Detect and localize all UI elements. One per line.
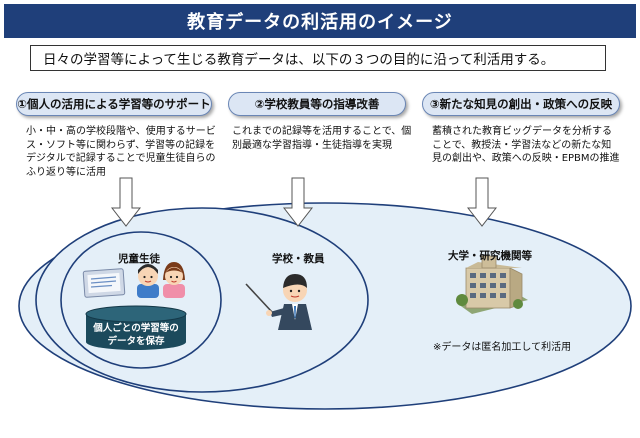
database-icon (85, 305, 187, 350)
university-label: 大学・研究機関等 (448, 250, 532, 262)
girl-icon (163, 262, 185, 298)
database-label: 個人ごとの学習等の データを保存 (87, 322, 185, 348)
intro-text: 日々の学習等によって生じる教育データは、以下の３つの目的に沿って利活用する。 (30, 45, 606, 71)
database-label-line-1: 個人ごとの学習等の (93, 323, 179, 334)
building-icon (456, 255, 528, 314)
purpose-label-2: ②学校教員等の指導改善 (228, 92, 406, 116)
boy-icon (137, 264, 159, 298)
anonymization-note: ※データは匿名加工して利活用 (433, 342, 572, 353)
down-arrow-icon (466, 177, 498, 227)
down-arrow-icon (110, 177, 142, 227)
teachers-label: 学校・教員 (272, 253, 325, 265)
purpose-description-3: 蓄積された教育ビッグデータを分析することで、教授法・学習法などの新たな知見の創出… (432, 126, 620, 164)
tablet-icon (82, 268, 126, 298)
down-arrow-icon (282, 177, 314, 227)
purpose-label-1: ①個人の活用による学習等のサポート (16, 92, 212, 116)
purpose-description-2: これまでの記録等を活用することで、個別最適な学習指導・生徒指導を実現 (232, 126, 412, 151)
purpose-label-3: ③新たな知見の創出・政策への反映 (422, 92, 620, 116)
students-label: 児童生徒 (118, 253, 160, 265)
teacher-icon (245, 274, 312, 330)
database-label-line-2: データを保存 (107, 336, 165, 347)
purpose-description-1: 小・中・高の学校段階や、使用するサービス・ソフト等に関わらず、学習等の記録をデジ… (26, 126, 216, 178)
page-title: 教育データの利活用のイメージ (4, 4, 636, 38)
